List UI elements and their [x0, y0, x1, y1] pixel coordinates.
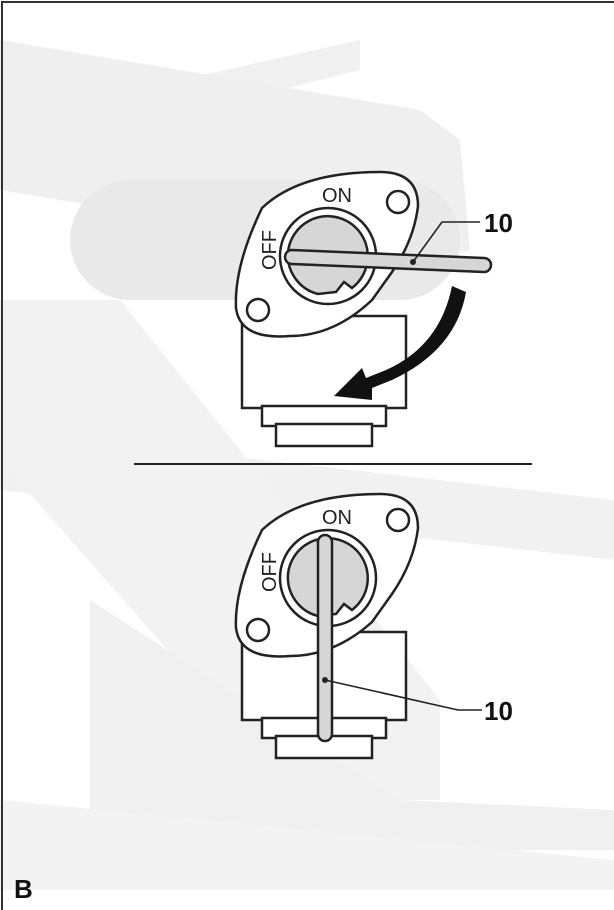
off-label: OFF: [259, 230, 281, 270]
callout-leader-bottom: [324, 679, 482, 711]
callout-number: 10: [484, 696, 513, 726]
mounting-hole-upper: [385, 189, 411, 215]
fuel-tap-bottom-view: ON OFF 10: [234, 492, 513, 760]
tap-lever: [316, 533, 334, 743]
fuel-tap-top-view: ON OFF 10: [234, 170, 513, 448]
callout-leader-top: [412, 221, 480, 263]
on-label: ON: [322, 507, 352, 529]
mounting-hole-lower: [245, 617, 271, 643]
tap-lever: [283, 248, 493, 274]
on-label: ON: [322, 185, 352, 207]
figure-letter: B: [14, 874, 33, 904]
rotation-arrow: [334, 286, 466, 400]
off-label: OFF: [259, 552, 281, 592]
mounting-hole-upper: [385, 507, 411, 533]
mounting-hole-lower: [245, 297, 271, 323]
callout-number: 10: [484, 208, 513, 238]
valve-outlet: [274, 422, 374, 448]
